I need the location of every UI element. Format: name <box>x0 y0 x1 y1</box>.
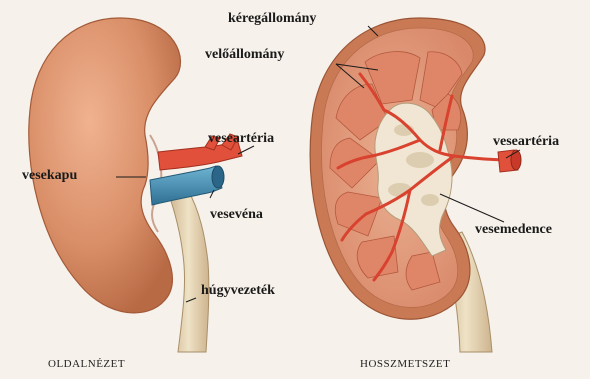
kidney-outer-left <box>29 18 181 313</box>
label-keregallomany: kéregállomány <box>228 11 316 27</box>
left-kidney-group <box>29 18 242 352</box>
label-veseateria-left: veseartéria <box>208 131 274 147</box>
label-veloallomany: velőállomány <box>205 47 284 63</box>
label-vesevena: vesevéna <box>210 207 263 223</box>
label-veseateria-right: veseartéria <box>493 134 559 150</box>
caption-left: OLDALNÉZET <box>48 358 125 370</box>
right-kidney-group <box>310 18 521 352</box>
label-hugyvezetek: húgyvezeték <box>201 283 275 299</box>
label-vesemedence: vesemedence <box>475 222 552 238</box>
label-vesekapu: vesekapu <box>22 168 77 184</box>
ureter-left <box>168 190 209 352</box>
caption-right: HOSSZMETSZET <box>360 358 450 370</box>
